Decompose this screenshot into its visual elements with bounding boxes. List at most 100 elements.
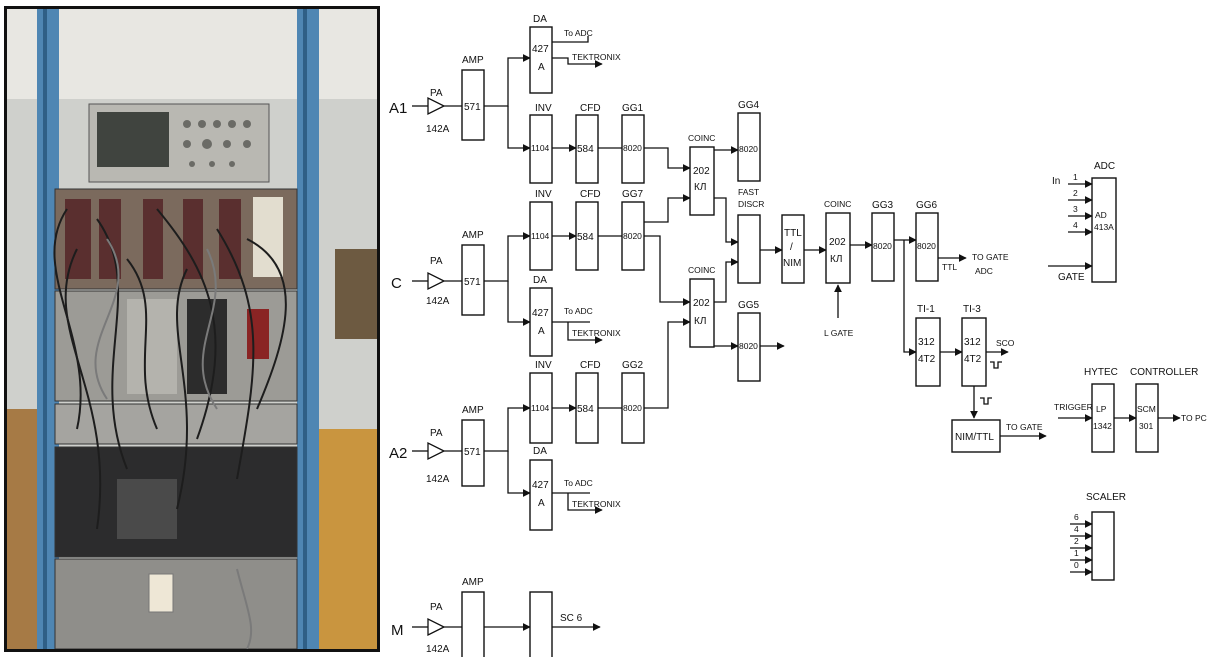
da-label: DA bbox=[533, 275, 547, 286]
amp-m: AMP bbox=[462, 577, 484, 657]
preamp-c: PA 142A bbox=[412, 256, 462, 307]
gg3-model: 8020 bbox=[873, 241, 892, 251]
coinc-label: COINC bbox=[824, 199, 851, 209]
nim-ttl-to-gate: TO GATE bbox=[1006, 422, 1043, 432]
fast-discr-line2: DISCR bbox=[738, 199, 764, 209]
gg1-label: GG1 bbox=[622, 103, 644, 114]
gg2-label: GG2 bbox=[622, 360, 644, 371]
coinc-model-suffix: КЛ bbox=[830, 254, 842, 265]
inv-label: INV bbox=[535, 103, 552, 114]
cfd-c: CFD 584 bbox=[576, 189, 601, 270]
da-a2: DA 427 A To ADC TEKTRONIX bbox=[530, 446, 621, 530]
da-a1: DA 427 A To ADC TEKTRONIX bbox=[530, 14, 621, 93]
da-c: DA 427 A To ADC TEKTRONIX bbox=[530, 275, 621, 356]
inv-a2: INV 1104 bbox=[530, 360, 552, 443]
nim-ttl-label: NIM/TTL bbox=[955, 432, 994, 443]
da-label: DA bbox=[533, 14, 547, 25]
l-gate-label: L GATE bbox=[824, 328, 854, 338]
pulse-symbol bbox=[980, 398, 992, 404]
gg5-label: GG5 bbox=[738, 300, 760, 311]
cfd-model: 584 bbox=[577, 404, 594, 415]
inv-model: 1104 bbox=[531, 231, 550, 241]
preamp-label: PA bbox=[430, 602, 443, 613]
input-label-c: C bbox=[391, 275, 402, 292]
ttl-out-label: TTL bbox=[942, 262, 957, 272]
ttl-nim-converter: TTL / NIM bbox=[782, 215, 826, 283]
da-model-suffix: A bbox=[538, 326, 545, 337]
ttl-nim-line2: / bbox=[790, 242, 793, 253]
amp-model: 571 bbox=[464, 447, 481, 458]
cfd-model: 584 bbox=[577, 144, 594, 155]
ti1-model: 312 bbox=[918, 337, 935, 348]
preamp-a2: PA 142A bbox=[412, 428, 462, 485]
cfd-a1: CFD 584 bbox=[576, 103, 601, 183]
coinc-label: COINC bbox=[688, 265, 715, 275]
ti1-label: TI-1 bbox=[917, 304, 935, 315]
adc-in-label: In bbox=[1052, 176, 1060, 187]
gg7: GG7 8020 bbox=[622, 189, 644, 270]
preamp-label: PA bbox=[430, 88, 443, 99]
scaler-label: SCALER bbox=[1086, 492, 1126, 503]
hytec-model: LP bbox=[1096, 404, 1107, 414]
preamp-model: 142A bbox=[426, 474, 450, 485]
controller-label: CONTROLLER bbox=[1130, 367, 1198, 378]
coinc-gate: COINC 202 КЛ L GATE bbox=[824, 199, 872, 338]
gg6-label: GG6 bbox=[916, 200, 938, 211]
scaler-input-4: 4 bbox=[1074, 524, 1079, 534]
gg5-model: 8020 bbox=[739, 341, 758, 351]
adc-gate-label: GATE bbox=[1058, 272, 1085, 283]
inv-label: INV bbox=[535, 189, 552, 200]
input-label-m: M bbox=[391, 622, 404, 639]
cfd-label: CFD bbox=[580, 360, 601, 371]
cfd-label: CFD bbox=[580, 103, 601, 114]
controller-model: SCM bbox=[1137, 404, 1156, 414]
coinc-model: 202 bbox=[693, 166, 710, 177]
coinc-model: 202 bbox=[693, 298, 710, 309]
inv-model: 1104 bbox=[531, 403, 550, 413]
ttl-nim-line3: NIM bbox=[783, 258, 801, 269]
amp-label: AMP bbox=[462, 405, 484, 416]
fast-discriminator: FAST DISCR bbox=[738, 187, 782, 283]
cfd-a2: CFD 584 bbox=[576, 360, 601, 443]
preamp-label: PA bbox=[430, 428, 443, 439]
coinc-model-suffix: КЛ bbox=[694, 316, 706, 327]
controller-model-suffix: 301 bbox=[1139, 421, 1153, 431]
scaler-input-2: 2 bbox=[1074, 536, 1079, 546]
adc-out-label: ADC bbox=[975, 266, 993, 276]
hytec-label: HYTEC bbox=[1084, 367, 1118, 378]
da-model-suffix: A bbox=[538, 498, 545, 509]
amp-label: AMP bbox=[462, 577, 484, 588]
ti1-model-suffix: 4T2 bbox=[918, 354, 936, 365]
rack-photo-drawing bbox=[7, 9, 377, 649]
rack-photo bbox=[4, 6, 380, 652]
preamp-m: PA 142A bbox=[412, 602, 462, 655]
ti3-model: 312 bbox=[964, 337, 981, 348]
gg2: GG2 8020 bbox=[622, 360, 644, 443]
coinc-lower: COINC 202 КЛ bbox=[688, 265, 715, 347]
preamp-model: 142A bbox=[426, 644, 450, 655]
gg5: GG5 8020 bbox=[738, 300, 784, 381]
preamp-model: 142A bbox=[426, 124, 450, 135]
electronics-block-diagram: A1 C A2 M PA 142A PA 142A PA 142A PA 142… bbox=[384, 0, 1210, 657]
preamp-model: 142A bbox=[426, 296, 450, 307]
scaler-input-0: 0 bbox=[1074, 560, 1079, 570]
input-label-a2: A2 bbox=[389, 445, 407, 462]
da-model: 427 bbox=[532, 308, 549, 319]
da-model: 427 bbox=[532, 480, 549, 491]
hytec-model-suffix: 1342 bbox=[1093, 421, 1112, 431]
ttl-nim-line1: TTL bbox=[784, 228, 802, 239]
sc6-label: SC 6 bbox=[560, 613, 583, 624]
tektronix-label: TEKTRONIX bbox=[572, 52, 621, 62]
coinc-upper: COINC 202 КЛ bbox=[688, 133, 715, 215]
coinc-model: 202 bbox=[829, 237, 846, 248]
amp-a2: AMP 571 bbox=[462, 405, 484, 486]
tektronix-label: TEKTRONIX bbox=[572, 328, 621, 338]
adc-input-4: 4 bbox=[1073, 220, 1078, 230]
preamp-label: PA bbox=[430, 256, 443, 267]
hytec-unit: HYTEC LP 1342 TRIGGER bbox=[1054, 367, 1136, 452]
pulse-symbol bbox=[990, 362, 1002, 368]
ti3-model-suffix: 4T2 bbox=[964, 354, 982, 365]
adc-input-2: 2 bbox=[1073, 188, 1078, 198]
gg3-label: GG3 bbox=[872, 200, 894, 211]
trigger-label: TRIGGER bbox=[1054, 402, 1093, 412]
